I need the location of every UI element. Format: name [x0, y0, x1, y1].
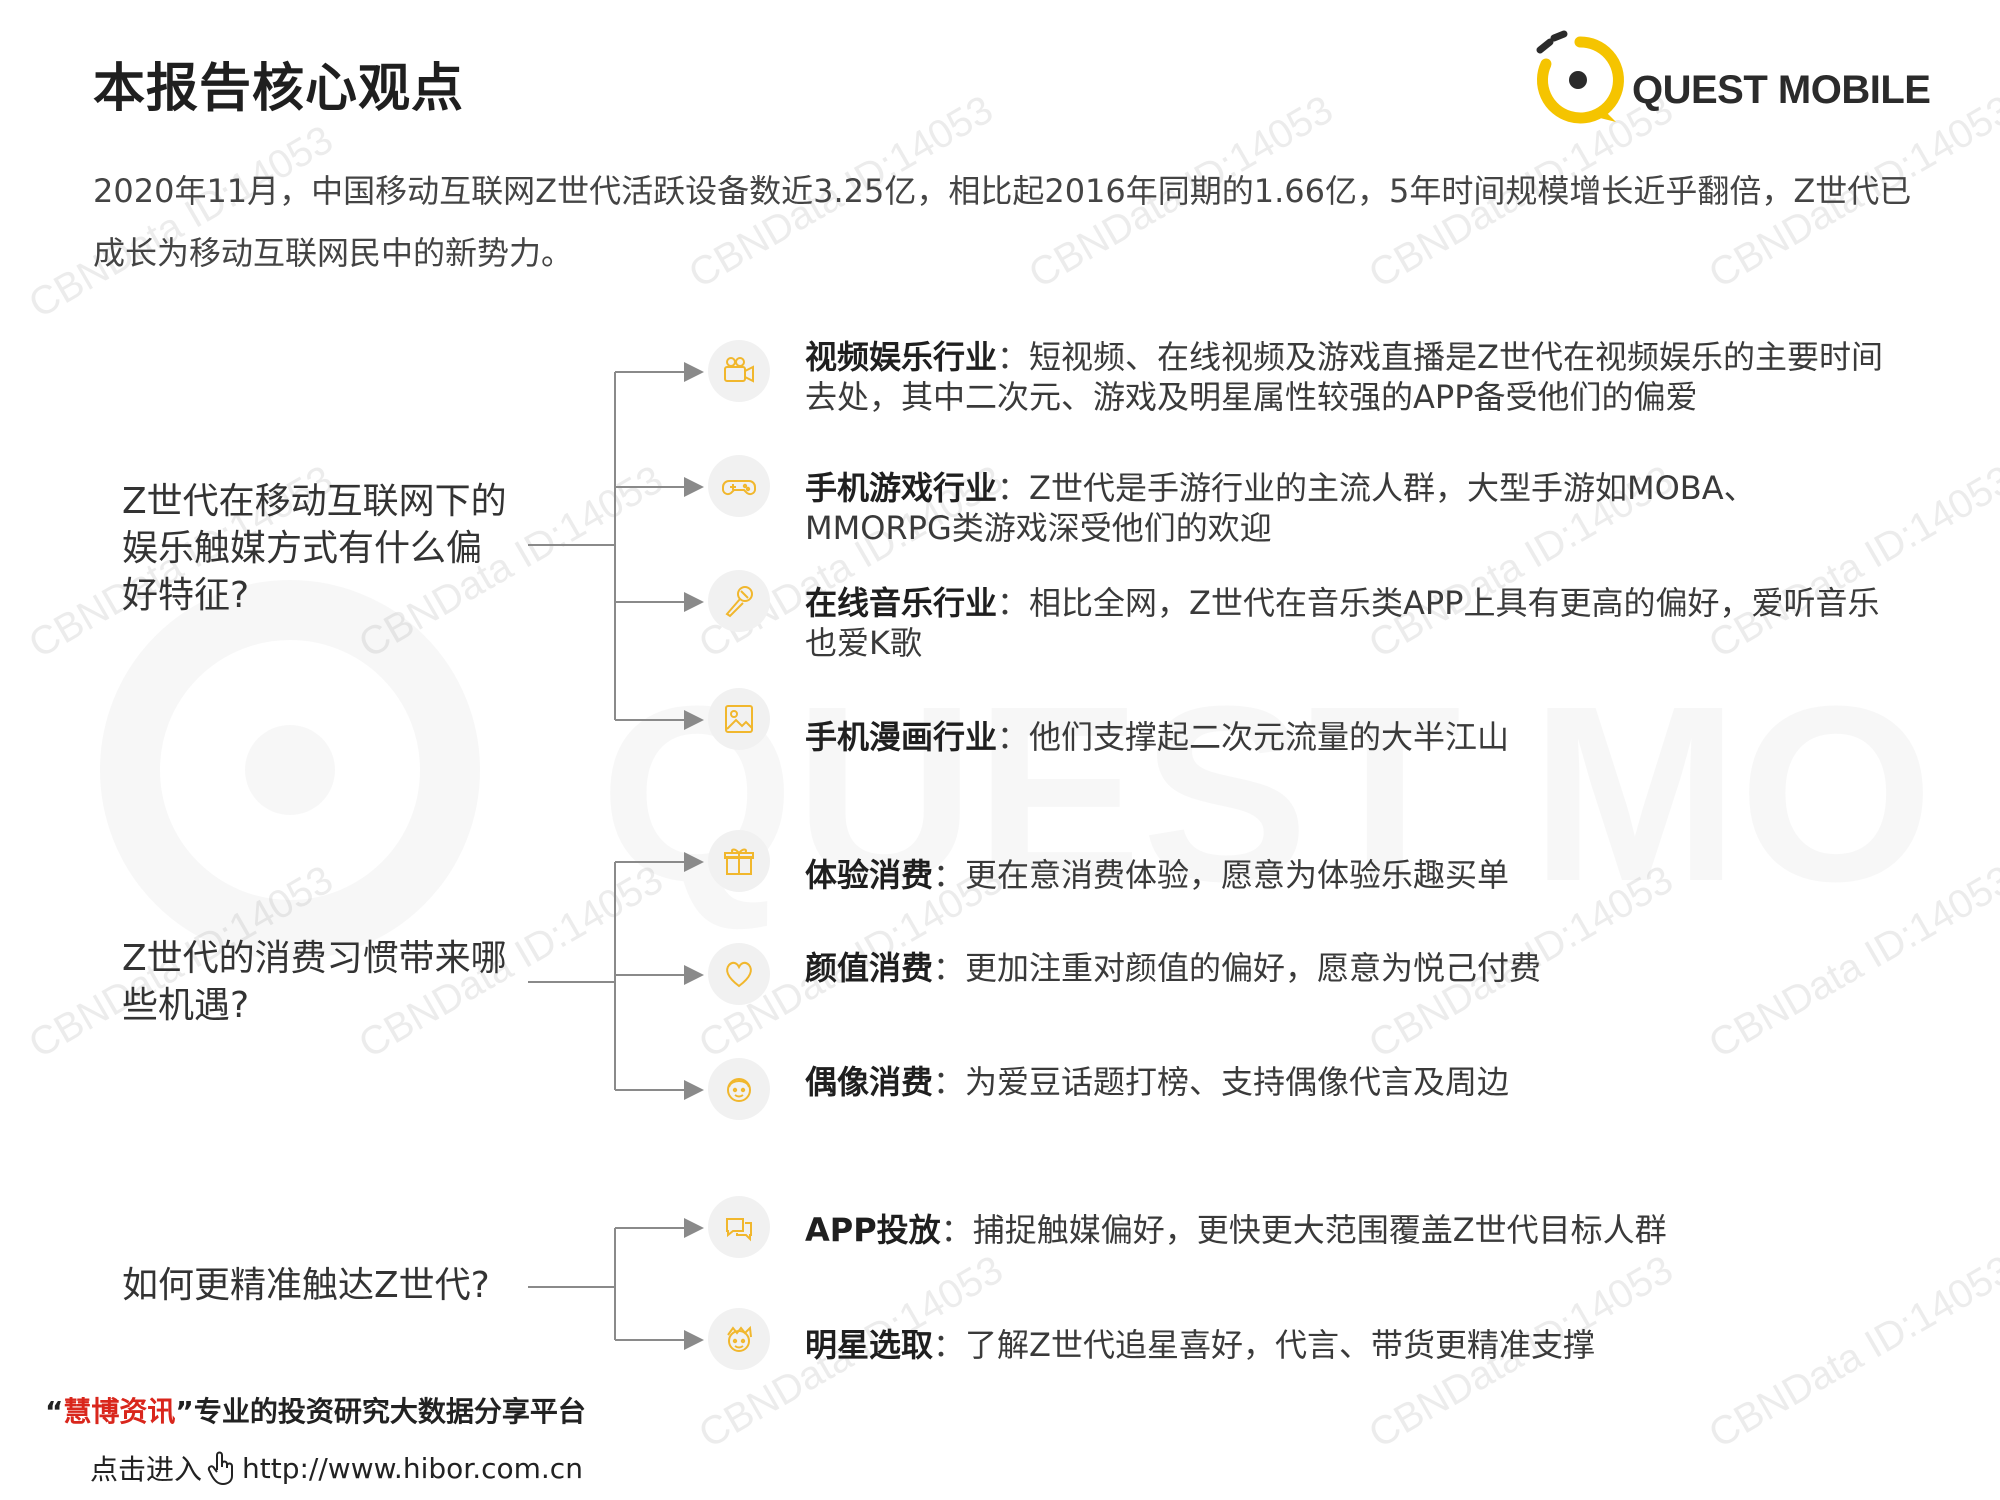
quest-mobile-logo-icon [1536, 30, 1624, 124]
chat-bubbles-icon [708, 1196, 770, 1258]
footer-tagline: “慧博资讯”专业的投资研究大数据分享平台 [45, 1390, 586, 1430]
item-text: 短视频、在线视频及游戏直播是Z世代在视频娱乐的主要时间去处，其中二次元、游戏及明… [805, 338, 1883, 416]
item-label: 视频娱乐行业 [805, 338, 998, 376]
quest-mobile-logo: QUEST MOBILE [1520, 28, 1931, 128]
item-label: 偶像消费 [805, 1063, 934, 1101]
item-text: 更在意消费体验，愿意为体验乐趣买单 [965, 856, 1510, 894]
item-text: 了解Z世代追星喜好，代言、带货更精准支撑 [965, 1326, 1595, 1364]
idol-face-icon [708, 1058, 770, 1120]
item-label: APP投放 [805, 1211, 941, 1249]
item-online-music: 在线音乐行业：相比全网，Z世代在音乐类APP上具有更高的偏好，爱听音乐也爱K歌 [805, 583, 1895, 663]
item-separator: ： [997, 338, 1030, 376]
item-mobile-comics: 手机漫画行业：他们支撑起二次元流量的大半江山 [805, 717, 1895, 757]
item-text: Z世代是手游行业的主流人群，大型手游如MOBA、MMORPG类游戏深受他们的欢迎 [805, 469, 1756, 547]
question-consumption: Z世代的消费习惯带来哪些机遇? [122, 938, 507, 1026]
image-icon [708, 688, 770, 750]
item-separator: ： [933, 1063, 966, 1101]
item-label: 明星选取 [805, 1326, 934, 1364]
footer-link[interactable]: 点击进入 http://www.hibor.com.cn [90, 1448, 583, 1488]
item-separator: ： [997, 584, 1030, 622]
video-camera-icon [708, 340, 770, 402]
item-separator: ： [933, 1326, 966, 1364]
heart-icon [708, 943, 770, 1005]
star-face-icon [708, 1308, 770, 1370]
item-label: 在线音乐行业 [805, 584, 998, 622]
item-appearance-consumption: 颜值消费：更加注重对颜值的偏好，愿意为悦己付费 [805, 948, 1895, 988]
question-entertainment: Z世代在移动互联网下的娱乐触媒方式有什么偏好特征? [122, 481, 507, 616]
item-label: 体验消费 [805, 856, 934, 894]
gamepad-icon [708, 455, 770, 517]
footer-quote-open: “ [45, 1395, 64, 1428]
microphone-icon [708, 570, 770, 632]
logo-text: QUEST MOBILE [1632, 68, 1931, 112]
item-separator: ： [933, 949, 966, 987]
page-title: 本报告核心观点 [93, 59, 465, 119]
pointing-hand-icon [207, 1451, 234, 1486]
intro-paragraph: 2020年11月，中国移动互联网Z世代活跃设备数近3.25亿，相比起2016年同… [93, 172, 1912, 272]
gift-icon [708, 830, 770, 892]
item-video-entertainment: 视频娱乐行业：短视频、在线视频及游戏直播是Z世代在视频娱乐的主要时间去处，其中二… [805, 337, 1895, 417]
item-celebrity-selection: 明星选取：了解Z世代追星喜好，代言、带货更精准支撑 [805, 1325, 1895, 1365]
question-reach: 如何更精准触达Z世代? [122, 1265, 490, 1306]
item-separator: ： [940, 1211, 973, 1249]
footer-tagline-text: 专业的投资研究大数据分享平台 [193, 1395, 586, 1428]
item-text: 更加注重对颜值的偏好，愿意为悦己付费 [965, 949, 1542, 987]
item-separator: ： [997, 718, 1030, 756]
footer-brand: 慧博资讯 [63, 1395, 176, 1428]
item-text: 捕捉触媒偏好，更快更大范围覆盖Z世代目标人群 [972, 1211, 1667, 1249]
item-app-placement: APP投放：捕捉触媒偏好，更快更大范围覆盖Z世代目标人群 [805, 1210, 1895, 1250]
item-text: 相比全网，Z世代在音乐类APP上具有更高的偏好，爱听音乐也爱K歌 [805, 584, 1880, 662]
footer-url[interactable]: http://www.hibor.com.cn [242, 1451, 583, 1485]
item-label: 手机游戏行业 [805, 469, 998, 507]
item-separator: ： [997, 469, 1030, 507]
footer-quote-close: ” [175, 1395, 194, 1428]
item-separator: ： [933, 856, 966, 894]
item-label: 手机漫画行业 [805, 718, 998, 756]
item-text: 他们支撑起二次元流量的大半江山 [1029, 718, 1510, 756]
footer-click-text: 点击进入 [90, 1453, 203, 1486]
item-label: 颜值消费 [805, 949, 934, 987]
item-mobile-games: 手机游戏行业：Z世代是手游行业的主流人群，大型手游如MOBA、MMORPG类游戏… [805, 468, 1895, 548]
item-idol-consumption: 偶像消费：为爱豆话题打榜、支持偶像代言及周边 [805, 1062, 1895, 1102]
item-text: 为爱豆话题打榜、支持偶像代言及周边 [965, 1063, 1510, 1101]
item-experience-consumption: 体验消费：更在意消费体验，愿意为体验乐趣买单 [805, 855, 1895, 895]
